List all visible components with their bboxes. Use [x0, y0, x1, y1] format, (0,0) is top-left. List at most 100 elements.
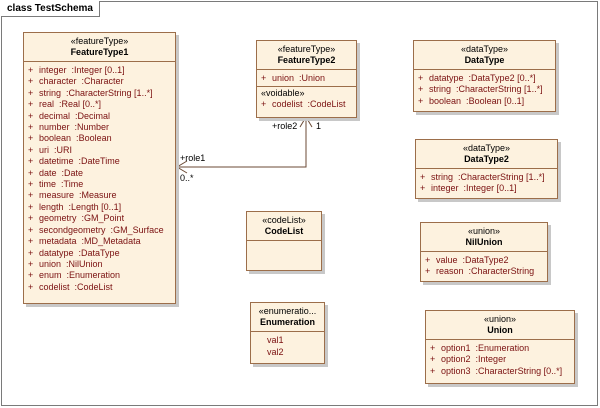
attribute-name: decimal: [39, 110, 71, 121]
attribute-type: URI: [56, 144, 73, 155]
enum-literal: val2: [267, 346, 284, 357]
attribute-name: measure: [39, 190, 75, 201]
visibility-marker: +: [430, 354, 436, 365]
class-nilunion[interactable]: «union» NilUnion +value :DataType2+reaso…: [420, 222, 548, 282]
attribute-name: option3: [441, 365, 471, 376]
attribute-name: string: [429, 84, 452, 95]
role1-label: +role1: [180, 153, 206, 163]
visibility-marker: +: [28, 65, 34, 75]
attribute-type: Integer: [478, 354, 507, 365]
visibility-marker: +: [28, 281, 34, 292]
attribute-row: +date :Date: [28, 167, 84, 178]
visibility-marker: +: [261, 73, 267, 83]
stereotype: «featureType»: [70, 36, 129, 46]
attribute-name: integer: [431, 183, 459, 194]
visibility-marker: +: [28, 76, 34, 87]
attribute-row: +option1 :Enumeration: [430, 343, 530, 353]
attribute-name: codelist: [39, 281, 70, 292]
class-name: DataType2: [464, 154, 509, 164]
attribute-row: +union :Union: [261, 73, 326, 83]
attribute-row: +character :Character: [28, 76, 124, 87]
attribute-type: Boolean: [78, 133, 112, 144]
visibility-marker: +: [28, 258, 34, 269]
attribute-name: metadata: [39, 236, 77, 247]
attribute-row: +boolean :Boolean: [28, 133, 112, 144]
attribute-row: +value :DataType2: [425, 255, 509, 265]
attribute-type: CodeList: [77, 281, 113, 292]
class-name: DataType: [464, 55, 505, 65]
attribute-type: CharacterString [1..*]: [460, 172, 545, 182]
attribute-name: string: [39, 87, 62, 98]
attribute-type: DataType: [81, 247, 120, 258]
attribute-type: CodeList: [310, 99, 346, 110]
attribute-row: +option3 :CharacterString [0..*]: [430, 365, 563, 376]
class-codelist[interactable]: «codeList» CodeList: [246, 211, 322, 271]
attribute-type: CharacterString [1..*]: [458, 84, 543, 95]
attributes-compartment: +value :DataType2+reason :CharacterStrin…: [421, 251, 547, 280]
attributes-compartment: +integer :Integer [0..1]+character :Char…: [24, 61, 175, 295]
visibility-marker: +: [418, 84, 424, 95]
attribute-name: string: [431, 172, 454, 182]
class-enumeration[interactable]: «enumeratio... Enumeration val1 val2: [250, 302, 325, 364]
attribute-row: +measure :Measure: [28, 190, 117, 201]
attribute-type: Time: [63, 179, 84, 190]
class-name: CodeList: [264, 226, 304, 236]
stereotype: «dataType»: [462, 143, 511, 153]
attribute-name: length: [39, 201, 64, 212]
attribute-row: +integer :Integer [0..1]: [420, 183, 517, 194]
attribute-row: +string :CharacterString [1..*]: [28, 87, 153, 98]
class-union[interactable]: «union» Union +option1 :Enumeration+opti…: [425, 310, 575, 384]
empty-compartment: [247, 240, 321, 274]
attribute-name: number: [39, 122, 70, 133]
attribute-type: DateTime: [81, 156, 120, 167]
class-featuretype1[interactable]: «featureType» FeatureType1 +integer :Int…: [23, 32, 176, 304]
attribute-row: +metadata :MD_Metadata: [28, 236, 141, 247]
visibility-marker: +: [28, 87, 34, 98]
attribute-row: +secondgeometry :GM_Surface: [28, 224, 164, 235]
attribute-type: Enumeration: [69, 270, 121, 281]
class-name: NilUnion: [465, 237, 503, 247]
attribute-name: value: [436, 255, 458, 265]
attribute-type: MD_Metadata: [84, 236, 141, 247]
attribute-row: +string :CharacterString [1..*]: [418, 84, 543, 95]
attribute-type: Integer [0..1]: [74, 65, 125, 75]
literals-compartment: val1 val2: [251, 331, 324, 360]
visibility-marker: +: [28, 247, 34, 258]
attribute-type: Decimal: [77, 110, 111, 121]
attribute-row: +time :Time: [28, 179, 84, 190]
attribute-row: +codelist :CodeList: [28, 281, 113, 292]
visibility-marker: +: [418, 95, 424, 106]
visibility-marker: +: [261, 99, 267, 110]
attribute-name: time: [39, 179, 57, 190]
attribute-type: Measure: [81, 190, 117, 201]
attribute-type: Enumeration: [478, 343, 530, 353]
attribute-name: enum: [39, 270, 62, 281]
attribute-row: +string :CharacterString [1..*]: [420, 172, 545, 182]
attribute-row: +enum :Enumeration: [28, 270, 121, 281]
class-datatype[interactable]: «dataType» DataType +datatype :DataType2…: [413, 40, 556, 112]
attribute-row: +datatype :DataType2 [0..*]: [418, 73, 536, 83]
attributes-compartment: +string :CharacterString [1..*]+integer …: [416, 168, 557, 197]
attribute-type: Length [0..1]: [71, 201, 122, 212]
attribute-row: +real :Real [0..*]: [28, 99, 102, 110]
attribute-row: +reason :CharacterString: [425, 266, 535, 277]
attribute-name: date: [39, 167, 57, 178]
stereotype: «union»: [467, 226, 501, 236]
visibility-marker: +: [28, 144, 34, 155]
attribute-name: union: [272, 73, 295, 83]
arrowhead-role1: [176, 160, 188, 174]
attribute-type: Boolean [0..1]: [468, 95, 525, 106]
visibility-marker: +: [28, 201, 34, 212]
class-featuretype2[interactable]: «featureType» FeatureType2 +union :Union…: [256, 40, 357, 118]
attribute-type: NilUnion: [68, 258, 103, 269]
attribute-type: Union: [301, 73, 326, 83]
visibility-marker: +: [28, 190, 34, 201]
role1-multiplicity: 0..*: [180, 173, 194, 183]
role2-multiplicity: 1: [316, 121, 322, 131]
visibility-marker: +: [28, 110, 34, 121]
attribute-name: option2: [441, 354, 471, 365]
visibility-marker: +: [28, 122, 34, 133]
attribute-type: GM_Point: [84, 213, 125, 224]
visibility-marker: +: [28, 133, 34, 144]
class-datatype2[interactable]: «dataType» DataType2 +string :CharacterS…: [415, 139, 558, 199]
